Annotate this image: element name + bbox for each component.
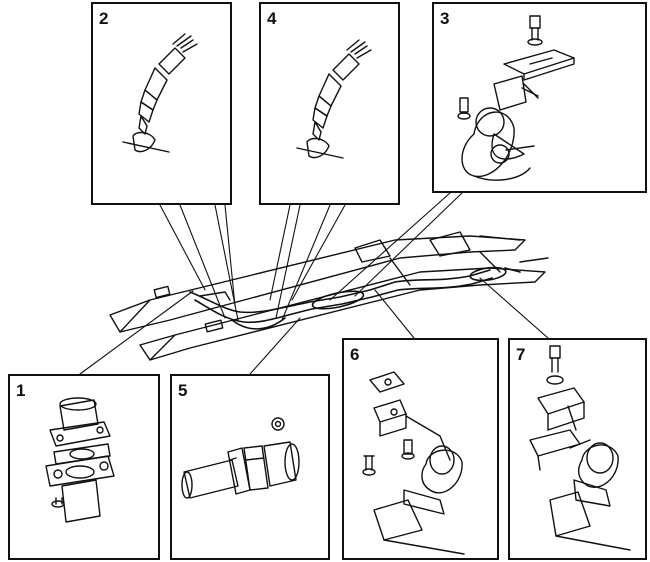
manifold-flange-icon [45, 397, 115, 523]
detail-panel-5: 5 [170, 374, 330, 560]
detail-panel-3: 3 [432, 2, 647, 193]
detail-panel-7: 7 [508, 338, 647, 560]
oxygen-sensor-icon [122, 33, 198, 153]
detail-panel-1: 1 [8, 374, 160, 560]
panel-number: 5 [178, 381, 188, 400]
detail-panel-6: 6 [342, 338, 499, 560]
leader-lines [79, 192, 549, 375]
exhaust-pipe [189, 266, 521, 330]
rubber-hanger-icon [529, 345, 631, 551]
panel-number: 4 [267, 9, 277, 28]
detail-panel-2: 2 [91, 2, 232, 205]
pipe-clamp-icon [181, 417, 300, 499]
hanger-bracket-icon [457, 15, 575, 181]
panel-number: 2 [99, 9, 109, 28]
rubber-hanger-icon [362, 371, 465, 555]
panel-number: 6 [350, 345, 360, 364]
oxygen-sensor-icon [296, 39, 372, 159]
panel-number: 7 [516, 345, 526, 364]
panel-number: 1 [16, 381, 26, 400]
detail-panel-4: 4 [259, 2, 400, 205]
panel-number: 3 [440, 9, 450, 28]
